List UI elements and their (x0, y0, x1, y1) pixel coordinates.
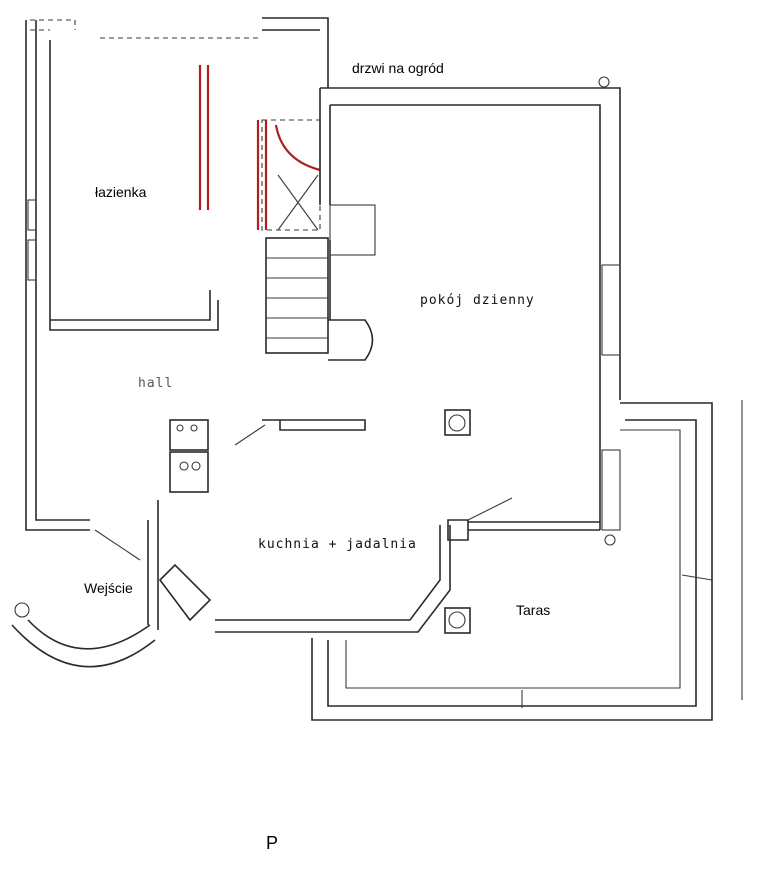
terrace-mark-1 (681, 574, 713, 581)
living-room-north-wall (320, 87, 621, 530)
stove (169, 419, 209, 451)
east-window-2 (601, 449, 621, 531)
top-dashed-wall (30, 19, 260, 39)
chimney (329, 204, 376, 256)
bathroom-label: łazienka (95, 184, 147, 200)
burner-1 (176, 424, 184, 432)
living-room-label: pokój dzienny (420, 293, 535, 308)
entrance-arc-outer (11, 624, 156, 668)
entrance-label: Wejście (84, 580, 133, 596)
terrace-outer (311, 402, 713, 721)
column-living-core (448, 414, 466, 432)
west-window (27, 199, 37, 231)
column-terrace-core (448, 611, 466, 629)
stair-upper (261, 119, 321, 231)
corner-post-ne (598, 76, 610, 88)
terrace-door-swing (467, 497, 513, 521)
west-wall (25, 20, 90, 531)
corner-post-se (604, 534, 616, 546)
kitchen-west-wall (147, 500, 159, 630)
stair-steps (266, 257, 328, 339)
column-living (444, 409, 471, 436)
stair-cross (277, 174, 319, 231)
north-marker: P (266, 833, 279, 853)
burner-4 (191, 461, 201, 471)
kitchen-south-wall (215, 525, 451, 633)
column-terrace (444, 607, 471, 634)
stove-2 (169, 451, 209, 493)
entrance-post (14, 602, 30, 618)
hall-label: hall (138, 376, 174, 391)
garden-door-label: drzwi na ogród (352, 60, 444, 76)
bathroom-wall (49, 40, 219, 331)
burner-2 (190, 424, 198, 432)
terrace-door-wall (447, 519, 600, 541)
entrance-arc-inner (27, 619, 151, 650)
terrace-inner (345, 429, 681, 689)
west-window-2 (27, 239, 37, 281)
stair-lower (265, 237, 329, 354)
stair-curve (328, 319, 374, 361)
east-window (601, 264, 621, 356)
counter-pointer (234, 424, 266, 446)
kitchen-bay (158, 563, 212, 622)
burner-3 (179, 461, 189, 471)
kitchen-counter (262, 419, 366, 431)
terrace-label: Taras (516, 602, 551, 618)
bathroom-east-wall (262, 17, 329, 88)
kitchen-dining-label: kuchnia + jadalnia (258, 537, 417, 552)
door-swing-red (274, 124, 321, 172)
entrance-door-line (94, 529, 141, 561)
